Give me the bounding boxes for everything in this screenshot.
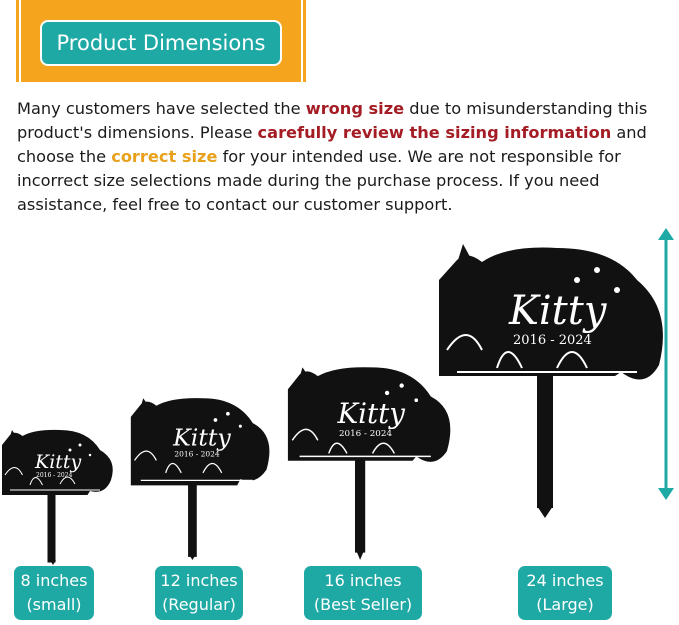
notice-highlight-review: carefully review the sizing information xyxy=(257,123,612,142)
notice-text: due to misunderstanding this product's d… xyxy=(17,99,648,142)
plaque-8-inch: Kitty 2016 - 2024 xyxy=(0,425,120,565)
plaque-name: Kitty xyxy=(34,451,82,473)
product-dimensions-banner: Product Dimensions xyxy=(16,0,306,82)
plaque-name: Kitty xyxy=(337,397,406,430)
notice-text: and choose the xyxy=(17,123,647,166)
sizing-notice: Many customers have selected the wrong s… xyxy=(17,97,667,217)
notice-highlight-wrong-size: wrong size xyxy=(305,99,405,118)
size-value: 24 inches xyxy=(526,571,604,590)
size-note: (small) xyxy=(26,595,82,614)
size-label-24-inch: 24 inches (Large) xyxy=(518,566,612,620)
plaque-16-inch: Kitty 2016 - 2024 xyxy=(285,360,460,560)
notice-text: Many customers have selected the xyxy=(17,99,306,118)
notice-highlight-correct-size: correct size xyxy=(111,147,218,166)
memorial-plaque-image: Kitty 2016 - 2024 xyxy=(439,244,663,518)
plaque-dates: 2016 - 2024 xyxy=(36,472,73,479)
banner-divider xyxy=(301,0,303,82)
banner-title: Product Dimensions xyxy=(40,20,282,66)
plaque-dates: 2016 - 2024 xyxy=(174,450,219,459)
height-arrow-icon xyxy=(658,228,674,500)
plaque-dates: 2016 - 2024 xyxy=(339,429,392,439)
size-value: 8 inches xyxy=(20,571,88,590)
size-note: (Regular) xyxy=(162,595,236,614)
banner-divider xyxy=(19,0,21,82)
memorial-plaque-image: Kitty 2016 - 2024 xyxy=(130,398,270,560)
plaque-dates: 2016 - 2024 xyxy=(513,333,592,348)
notice-text: for your intended use. We are not respon… xyxy=(17,147,621,214)
size-value: 16 inches xyxy=(324,571,402,590)
size-note: (Large) xyxy=(536,595,594,614)
size-value: 12 inches xyxy=(160,571,238,590)
plaque-name: Kitty xyxy=(508,288,608,334)
size-label-12-inch: 12 inches (Regular) xyxy=(155,566,243,620)
size-label-16-inch: 16 inches (Best Seller) xyxy=(304,566,422,620)
plaque-name: Kitty xyxy=(172,424,231,452)
size-note: (Best Seller) xyxy=(313,595,413,614)
plaque-12-inch: Kitty 2016 - 2024 xyxy=(128,392,278,560)
plaque-24-inch: Kitty 2016 - 2024 xyxy=(437,240,677,518)
size-label-8-inch: 8 inches (small) xyxy=(14,566,94,620)
memorial-plaque-image: Kitty 2016 - 2024 xyxy=(287,367,451,560)
memorial-plaque-image: Kitty 2016 - 2024 xyxy=(2,429,113,565)
